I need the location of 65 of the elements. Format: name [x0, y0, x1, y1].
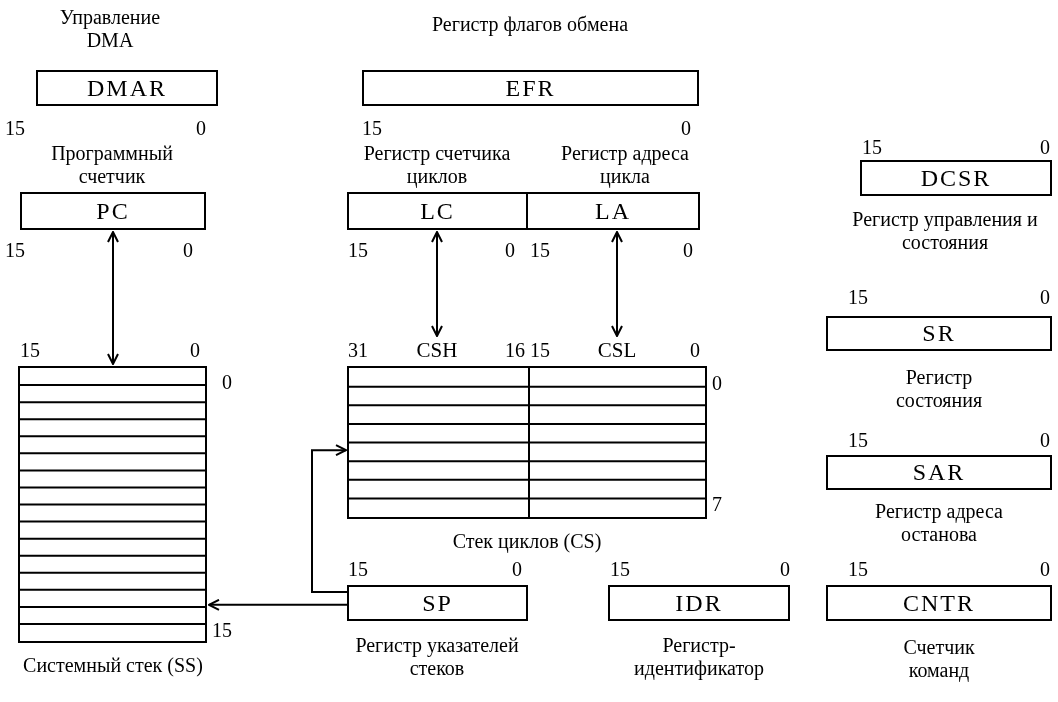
bit-number: 0 — [780, 558, 790, 580]
bit-number: 31 — [348, 339, 368, 361]
register-caption: Регистр указателей стеков — [354, 634, 520, 680]
bit-number: 7 — [712, 493, 722, 515]
register-caption: Регистр-идентификатор — [633, 634, 765, 680]
bit-number: 15 — [848, 429, 868, 451]
bit-number: 15 — [862, 136, 882, 158]
bit-number: 15 — [848, 286, 868, 308]
bit-number: 15 — [348, 558, 368, 580]
register-box: LC — [347, 192, 528, 230]
register-caption: Стек циклов (CS) — [451, 530, 603, 553]
register-box: IDR — [608, 585, 790, 621]
bit-number: 0 — [1040, 286, 1050, 308]
register-box: SR — [826, 316, 1052, 351]
register-caption: Регистр управления и состояния — [851, 208, 1039, 254]
bit-number: 16 — [505, 339, 525, 361]
bit-number: 0 — [712, 372, 722, 394]
bit-number: 15 — [362, 117, 382, 139]
arrow — [431, 231, 443, 337]
register-box: SAR — [826, 455, 1052, 490]
register-caption: Управление DMA — [58, 6, 162, 52]
bit-number: 15 — [610, 558, 630, 580]
stack-table — [347, 366, 707, 519]
bit-number: 15 — [848, 558, 868, 580]
register-box: CNTR — [826, 585, 1052, 621]
bit-number: 0 — [183, 239, 193, 261]
register-box: EFR — [362, 70, 699, 106]
bit-number: 0 — [1040, 136, 1050, 158]
bit-number: 0 — [683, 239, 693, 261]
bit-number: 0 — [690, 339, 700, 361]
register-box: SP — [347, 585, 528, 621]
field-label: CSH — [407, 338, 467, 362]
bit-number: 15 — [5, 239, 25, 261]
register-box: DCSR — [860, 160, 1052, 196]
bit-number: 0 — [222, 371, 232, 393]
register-caption: Регистр адреса цикла — [560, 142, 690, 188]
arrow — [311, 444, 348, 593]
register-caption: Системный стек (SS) — [22, 654, 204, 677]
register-caption: Регистр счетчика циклов — [362, 142, 512, 188]
stack-table — [18, 366, 207, 643]
bit-number: 0 — [1040, 429, 1050, 451]
register-caption: Программный счетчик — [50, 142, 174, 188]
bit-number: 0 — [505, 239, 515, 261]
bit-number: 0 — [681, 117, 691, 139]
bit-number: 15 — [530, 339, 550, 361]
register-caption: Регистр состояния — [894, 366, 984, 412]
register-caption: Регистр флагов обмена — [430, 13, 630, 36]
bit-number: 0 — [190, 339, 200, 361]
register-box: DMAR — [36, 70, 218, 106]
bit-number: 0 — [196, 117, 206, 139]
bit-number: 0 — [1040, 558, 1050, 580]
bit-number: 15 — [212, 619, 232, 641]
arrow — [107, 231, 119, 365]
arrow — [611, 231, 623, 337]
register-box: LA — [526, 192, 700, 230]
arrow — [208, 598, 348, 611]
bit-number: 0 — [512, 558, 522, 580]
bit-number: 15 — [348, 239, 368, 261]
bit-number: 15 — [5, 117, 25, 139]
register-caption: Регистр адреса останова — [874, 500, 1004, 546]
bit-number: 15 — [20, 339, 40, 361]
bit-number: 15 — [530, 239, 550, 261]
field-label: CSL — [587, 338, 647, 362]
register-caption: Счетчик команд — [902, 636, 976, 682]
register-box: PC — [20, 192, 206, 230]
